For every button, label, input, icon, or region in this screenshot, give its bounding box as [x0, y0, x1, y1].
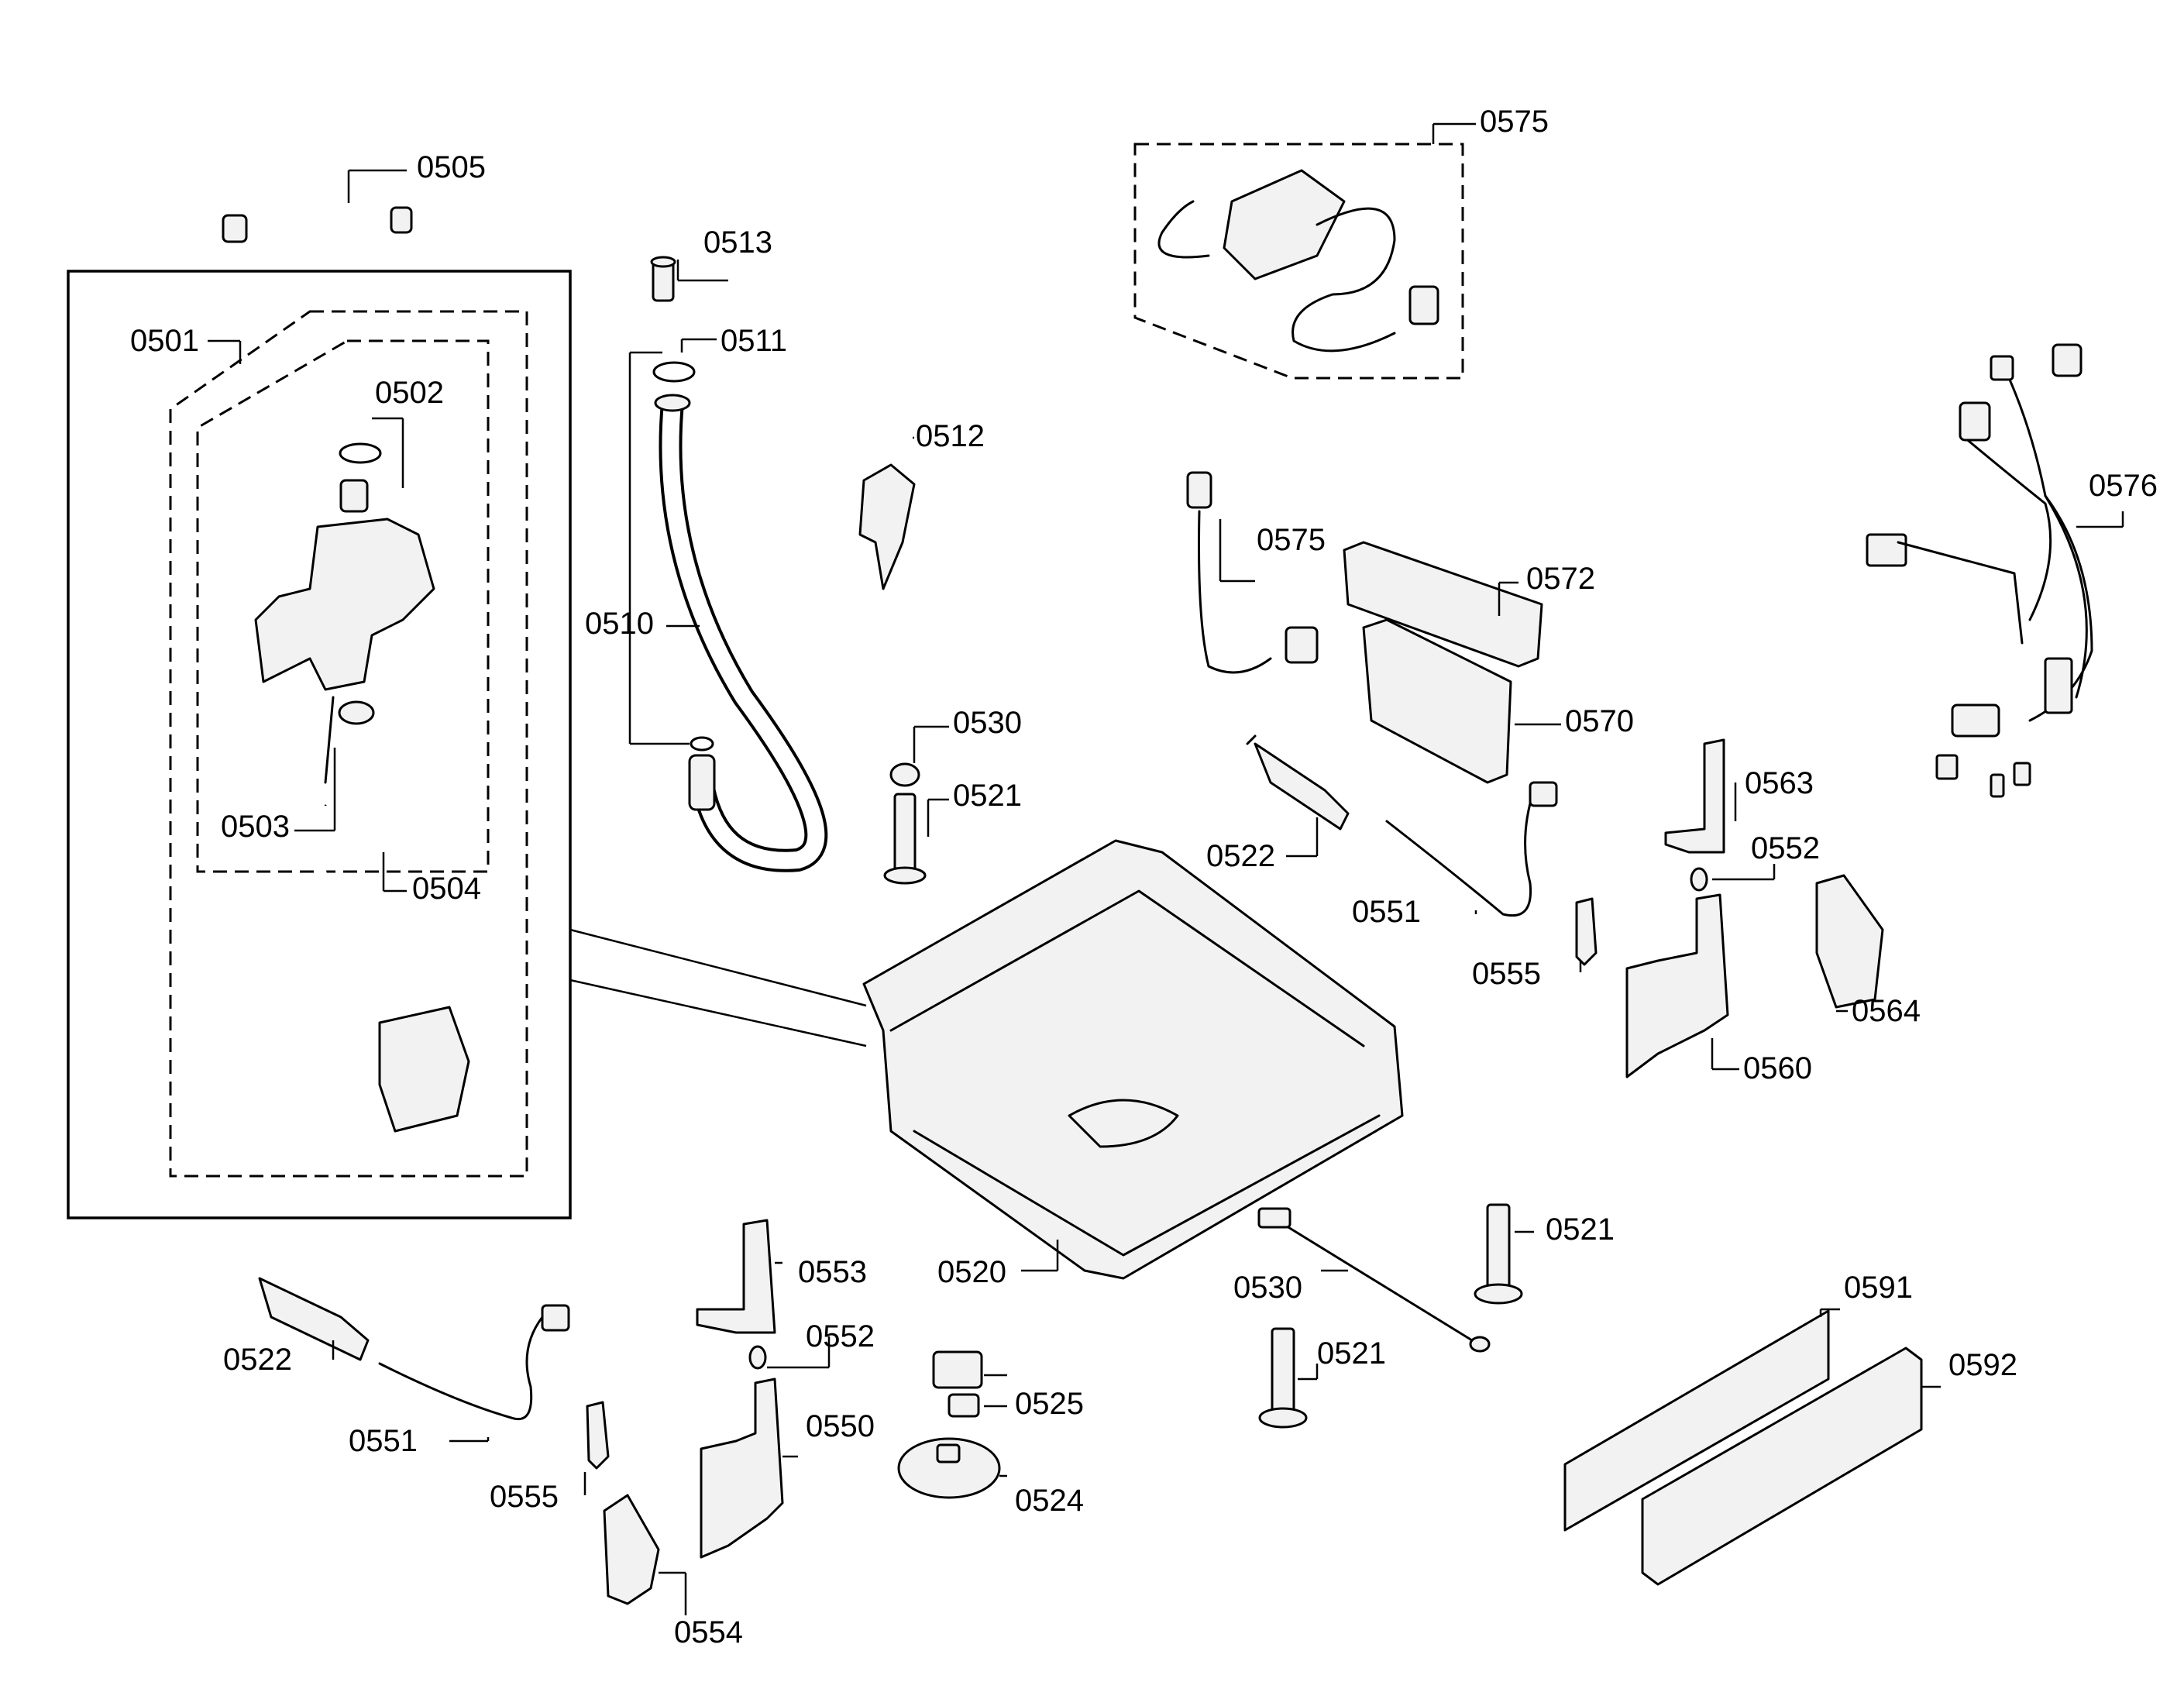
clip-0555-left [586, 1401, 610, 1470]
sensor-cable-0530 [1257, 1207, 1491, 1353]
callout-0521-top: 0521 [953, 779, 1022, 813]
washer-0552-left [748, 1345, 767, 1370]
washer-0552-right [1690, 867, 1708, 892]
callout-0552-right: 0552 [1751, 831, 1820, 865]
callout-0504: 0504 [412, 872, 481, 906]
callout-0511: 0511 [721, 324, 787, 358]
drain-hose-0510 [652, 361, 828, 872]
callout-0564: 0564 [1852, 994, 1921, 1028]
callout-0570: 0570 [1565, 704, 1634, 738]
power-supply-0575-top [1133, 143, 1464, 380]
cable-0551-left [378, 1304, 570, 1420]
callout-0555-left: 0555 [490, 1480, 559, 1514]
nut-0530-top [889, 762, 920, 787]
panel-0592 [1641, 1347, 1923, 1586]
callout-0575: 0575 [1257, 523, 1326, 557]
callout-0592: 0592 [1948, 1348, 2017, 1382]
callout-0521-right: 0521 [1546, 1212, 1615, 1247]
callout-0553: 0553 [798, 1255, 867, 1289]
foot-0521-bottom [1258, 1327, 1308, 1429]
base-tub-0520 [862, 839, 1404, 1280]
callout-0591: 0591 [1844, 1271, 1913, 1305]
callout-0551-left: 0551 [349, 1424, 418, 1458]
cover-0572 [1343, 541, 1543, 668]
callout-0513: 0513 [703, 225, 772, 260]
callout-0525: 0525 [1015, 1387, 1084, 1421]
power-cord-0575 [1186, 471, 1319, 674]
callout-0563: 0563 [1745, 766, 1814, 800]
spring-0522-right [1246, 734, 1350, 831]
valve-assembly [254, 442, 470, 1133]
cable-0551-right [1385, 781, 1558, 917]
cap-0513 [650, 256, 676, 302]
hinge-plate-0550 [700, 1378, 784, 1559]
bracket-0564 [1815, 874, 1884, 1009]
callout-0522-left: 0522 [223, 1343, 292, 1377]
callout-0524: 0524 [1015, 1484, 1084, 1518]
clip-0555-right [1575, 897, 1598, 966]
float-0524 [897, 1437, 1001, 1499]
callout-0575-top: 0575 [1480, 105, 1549, 139]
callout-0510: 0510 [585, 607, 654, 641]
callout-0503: 0503 [221, 810, 290, 844]
bracket-0553 [696, 1219, 776, 1334]
hinge-0563 [1664, 738, 1725, 854]
callout-0572: 0572 [1526, 562, 1595, 596]
callout-0552-left: 0552 [806, 1319, 875, 1353]
cover-0554 [603, 1494, 660, 1605]
foot-0521-right [1474, 1203, 1523, 1305]
leader-lines [208, 122, 2124, 1615]
switch-0525 [932, 1350, 983, 1418]
callout-0530-bottom: 0530 [1233, 1271, 1302, 1305]
hinge-plate-0560 [1625, 893, 1729, 1078]
callout-0550: 0550 [806, 1409, 875, 1443]
callout-0530-top: 0530 [953, 706, 1022, 740]
foot-0521-top [883, 793, 927, 885]
callout-0560: 0560 [1743, 1051, 1812, 1085]
callout-0521-bottom: 0521 [1317, 1336, 1386, 1371]
callout-0554: 0554 [674, 1615, 743, 1649]
harness-0576 [1866, 343, 2093, 798]
hose-0505 [222, 186, 413, 243]
bracket-0512 [858, 463, 916, 590]
panel-0591 [1563, 1309, 1830, 1532]
callout-labels: 0505 0513 0511 0501 0502 0503 0504 0510 … [130, 105, 2158, 1649]
inset-frame [67, 270, 867, 1219]
callout-0501: 0501 [130, 324, 199, 358]
callout-0551-right: 0551 [1352, 895, 1421, 929]
callout-0576: 0576 [2089, 469, 2158, 503]
spring-0522-left [258, 1277, 370, 1361]
callout-0555-right: 0555 [1472, 957, 1541, 991]
callout-0505: 0505 [417, 150, 486, 184]
callout-0502: 0502 [375, 376, 444, 410]
callout-0520: 0520 [937, 1255, 1006, 1289]
module-0570 [1362, 618, 1512, 784]
callout-0512: 0512 [916, 419, 985, 453]
callout-0522-right: 0522 [1206, 839, 1275, 873]
